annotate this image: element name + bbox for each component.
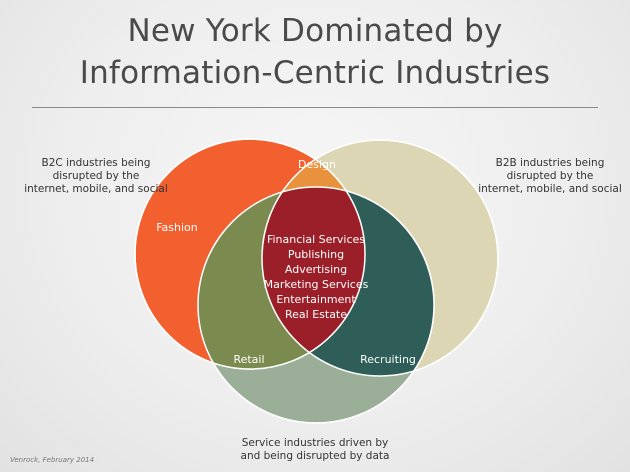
- center-item: Real Estate: [285, 308, 347, 321]
- service-caption-line: and being disrupted by data: [240, 450, 390, 462]
- b2c-caption-line: B2C industries being: [41, 157, 151, 169]
- title-divider: [32, 107, 598, 108]
- page-title-line-2: Information-Centric Industries: [79, 55, 551, 91]
- b2c-outline: [134, 138, 366, 370]
- b2c-caption: B2C industries being disrupted by the in…: [16, 157, 176, 196]
- b2b-caption: B2B industries being disrupted by the in…: [470, 157, 630, 196]
- label-fashion: Fashion: [156, 221, 198, 234]
- center-overlap: [262, 187, 365, 369]
- center-item: Marketing Services: [264, 278, 369, 291]
- page-title-line-1: New York Dominated by: [127, 13, 503, 49]
- service-outline: [197, 186, 435, 424]
- center-item: Publishing: [288, 248, 344, 261]
- center-item: Advertising: [285, 263, 347, 276]
- center-item: Financial Services: [267, 233, 365, 246]
- label-retail: Retail: [233, 353, 264, 366]
- source-credit: Venrock, February 2014: [10, 456, 95, 464]
- service-caption-line: Service industries driven by: [241, 437, 389, 449]
- service-caption: Service industries driven by and being d…: [215, 437, 415, 463]
- b2b-caption-line: B2B industries being: [495, 157, 605, 169]
- b2c-caption-line: disrupted by the: [52, 170, 140, 182]
- label-recruiting: Recruiting: [360, 353, 416, 366]
- b2b-outline: [261, 139, 499, 377]
- b2b-caption-line: internet, mobile, and social: [478, 183, 622, 195]
- b2c-caption-line: internet, mobile, and social: [24, 183, 168, 195]
- center-item: Entertainment: [276, 293, 356, 306]
- label-design: Design: [298, 158, 336, 171]
- b2b-caption-line: disrupted by the: [506, 170, 594, 182]
